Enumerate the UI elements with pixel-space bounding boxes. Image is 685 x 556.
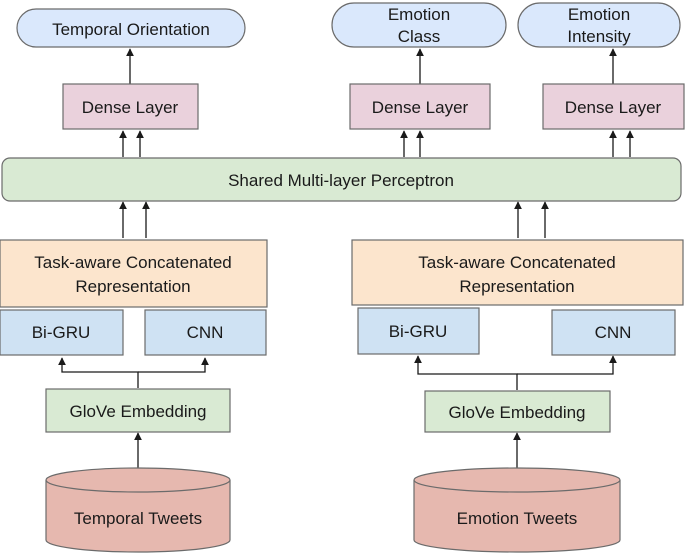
dense-layer-middle-shape [349,83,491,130]
embedding-right: GloVe Embedding [424,390,611,433]
output-emotion-class-line2: Class [398,27,441,46]
input-emotion-tweets: Emotion Tweets [413,467,621,553]
edges [58,48,634,468]
encoder-right-bigru: Bi-GRU [357,307,480,355]
shared-mlp-shape [1,157,682,202]
concat-left-line2: Representation [75,277,190,296]
encoder-left-bigru: Bi-GRU [0,309,124,356]
output-emotion-intensity: Emotion Intensity [517,2,681,48]
concat-left-shape [0,239,268,308]
db-emotion-top [413,467,621,493]
arrow-embedding-right-to-cnn [517,355,617,375]
shared-mlp: Shared Multi-layer Perceptron [1,157,682,202]
dense-layer-left: Dense Layer [62,83,199,130]
db-temporal-top [45,467,231,493]
encoder-left-bigru-label: Bi-GRU [32,323,91,342]
dense-layer-left-label: Dense Layer [82,98,179,117]
encoder-right-bigru-label: Bi-GRU [389,322,448,341]
dense-layer-left-shape [62,83,199,130]
embedding-right-label: GloVe Embedding [448,403,585,422]
concat-left-line1: Task-aware Concatenated [34,253,232,272]
embedding-left: GloVe Embedding [45,388,231,433]
output-emotion-intensity-line1: Emotion [568,5,630,24]
output-emotion-class: Emotion Class [331,2,507,48]
concat-right-line1: Task-aware Concatenated [418,253,616,272]
output-temporal-label: Temporal Orientation [52,20,210,39]
concat-left: Task-aware Concatenated Representation [0,239,268,308]
encoder-right-cnn: CNN [551,309,676,356]
output-emotion-intensity-shape [517,2,681,48]
embedding-left-label: GloVe Embedding [69,402,206,421]
concat-right: Task-aware Concatenated Representation [351,239,684,306]
encoder-left-cnn-shape [144,309,267,356]
encoder-left-cnn-label: CNN [187,323,224,342]
encoder-right-cnn-label: CNN [595,323,632,342]
dense-layer-right: Dense Layer [542,83,685,130]
encoder-right-bigru-shape [357,307,480,355]
output-temporal-shape [16,8,246,48]
input-temporal-tweets: Temporal Tweets [45,467,231,553]
db-temporal-body [45,480,231,553]
dense-layer-middle-label: Dense Layer [372,98,469,117]
output-emotion-intensity-line2: Intensity [567,27,631,46]
encoder-right-cnn-shape [551,309,676,356]
dense-layer-right-label: Dense Layer [565,98,662,117]
embedding-left-shape [45,388,231,433]
input-emotion-label: Emotion Tweets [457,509,578,528]
input-temporal-label: Temporal Tweets [74,509,202,528]
concat-right-line2: Representation [459,277,574,296]
embedding-right-shape [424,390,611,433]
dense-layer-right-shape [542,83,685,130]
output-emotion-class-shape [331,2,507,48]
output-temporal-orientation: Temporal Orientation [16,8,246,48]
encoder-left-bigru-shape [0,309,124,356]
arrow-embedding-left-trunk [58,357,139,388]
dense-layer-middle: Dense Layer [349,83,491,130]
output-emotion-class-line1: Emotion [388,5,450,24]
db-emotion-body [413,480,621,553]
arrow-embedding-left-to-cnn [138,357,209,373]
shared-mlp-label: Shared Multi-layer Perceptron [228,171,454,190]
arrow-embedding-right-trunk [414,355,518,390]
encoder-left-cnn: CNN [144,309,267,356]
concat-right-shape [351,239,684,306]
